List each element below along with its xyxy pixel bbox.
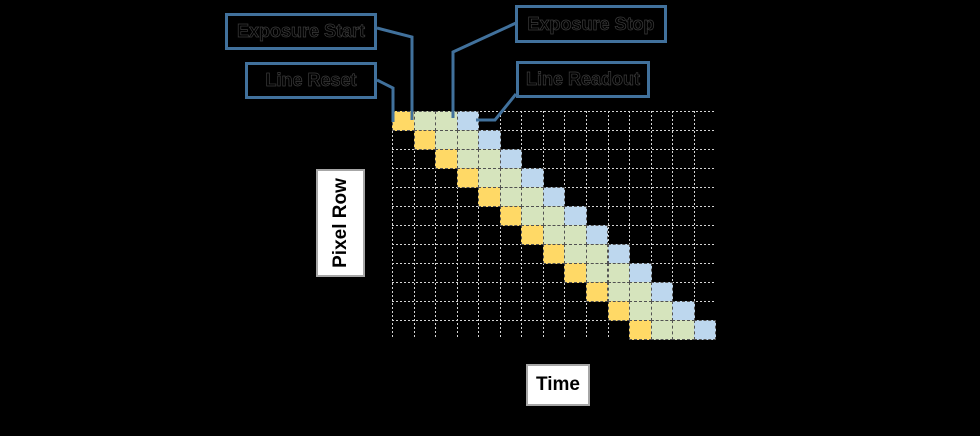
grid-cell <box>521 168 544 188</box>
grid-cell <box>693 320 717 340</box>
grid-cell <box>499 206 523 226</box>
grid-cell <box>478 168 501 188</box>
grid-cell <box>435 149 458 169</box>
grid-cell <box>456 168 480 188</box>
grid-cell <box>607 282 631 302</box>
grid-cell <box>542 244 566 264</box>
grid-cell <box>585 263 609 283</box>
grid-cell <box>629 263 652 283</box>
grid-cell <box>607 301 631 321</box>
grid-cell <box>564 263 587 283</box>
grid-cell <box>629 282 652 302</box>
grid-cell <box>413 111 437 131</box>
line-reset-pointer <box>376 78 395 122</box>
grid-cell <box>435 130 458 150</box>
grid-cell <box>435 111 458 131</box>
grid-cell <box>564 206 587 226</box>
grid-cell <box>672 320 695 340</box>
grid-cell <box>499 187 523 207</box>
grid-cell <box>650 301 674 321</box>
line-reset-label: Line Reset <box>245 62 377 99</box>
grid-cell <box>392 111 415 131</box>
grid-cell <box>629 301 652 321</box>
exposure-stop-pointer <box>451 21 517 118</box>
y-axis-label: Pixel Row <box>329 178 351 268</box>
timing-grid <box>392 111 717 340</box>
grid-cell <box>456 149 480 169</box>
line-readout-label: Line Readout <box>516 61 650 98</box>
grid-cell <box>585 244 609 264</box>
grid-cell <box>499 168 523 188</box>
line-reset-text: Line Reset <box>265 70 357 91</box>
grid-cell <box>521 225 544 245</box>
line-readout-text: Line Readout <box>525 69 641 90</box>
grid-cell <box>672 301 695 321</box>
grid-cell <box>650 282 674 302</box>
grid-cell <box>607 263 631 283</box>
grid-cell <box>564 225 587 245</box>
exposure-stop-label: Exposure Stop <box>515 5 667 43</box>
grid-cell <box>478 130 501 150</box>
grid-cell <box>650 320 674 340</box>
grid-cell <box>542 206 566 226</box>
grid-cell <box>456 130 480 150</box>
grid-cell <box>585 282 609 302</box>
grid-cell <box>607 244 631 264</box>
grid-cell <box>564 244 587 264</box>
grid-cell <box>542 187 566 207</box>
exposure-start-label: Exposure Start <box>225 13 377 50</box>
x-axis-label: Time <box>535 374 580 395</box>
grid-cell <box>413 130 437 150</box>
grid-cell <box>521 206 544 226</box>
exposure-stop-text: Exposure Stop <box>527 13 655 34</box>
grid-cell <box>478 187 501 207</box>
grid-cell <box>585 225 609 245</box>
grid-cell <box>542 225 566 245</box>
grid-cell <box>521 187 544 207</box>
x-axis-label-box: Time <box>526 364 590 406</box>
grid-cell <box>499 149 523 169</box>
exposure-start-pointer <box>376 26 414 120</box>
exposure-start-text: Exposure Start <box>236 21 366 42</box>
grid-cell <box>456 111 480 131</box>
grid-cell <box>478 149 501 169</box>
grid-cell <box>629 320 652 340</box>
y-axis-label-box: Pixel Row <box>316 169 365 277</box>
